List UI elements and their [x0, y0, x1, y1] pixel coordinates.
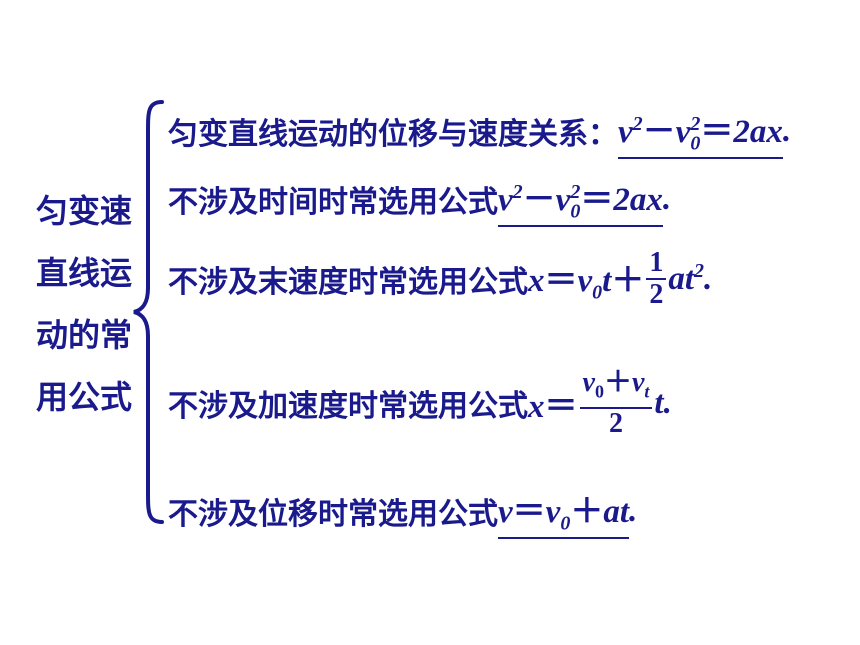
line-text: 不涉及时间时常选用公式 [168, 185, 498, 221]
formula-line-1: 匀变直线运动的位移与速度关系： v2－v02＝2ax. [168, 104, 791, 159]
fraction-average-velocity: v0＋vt 2 [579, 368, 653, 439]
formula-no-final-velocity: x＝v0t＋ [528, 263, 645, 304]
formula-velocity-displacement: v2－v02＝2ax [618, 104, 783, 159]
formula-line-4: 不涉及加速度时常选用公式 x＝ v0＋vt 2 t. [168, 367, 672, 439]
curly-brace [133, 100, 164, 524]
side-title-line: 动的常 [36, 316, 133, 354]
line-text: 匀变直线运动的位移与速度关系： [168, 117, 618, 153]
formula-no-time: v2－v02＝2ax [498, 172, 663, 227]
side-title-line: 直线运 [36, 254, 133, 292]
line-text: 不涉及位移时常选用公式 [168, 497, 498, 533]
side-title-line: 用公式 [36, 378, 133, 416]
line-text: 不涉及末速度时常选用公式 [168, 265, 528, 300]
side-title: 匀变速 直线运 动的常 用公式 [36, 180, 146, 428]
side-title-line: 匀变速 [36, 192, 133, 230]
formula-line-2: 不涉及时间时常选用公式 v2－v02＝2ax. [168, 172, 671, 227]
line-text: 不涉及加速度时常选用公式 [168, 389, 528, 425]
formula-no-acceleration: x＝ [528, 389, 578, 426]
formula-no-displacement: v＝v0＋at [498, 484, 629, 539]
formula-line-5: 不涉及位移时常选用公式 v＝v0＋at. [168, 484, 637, 539]
